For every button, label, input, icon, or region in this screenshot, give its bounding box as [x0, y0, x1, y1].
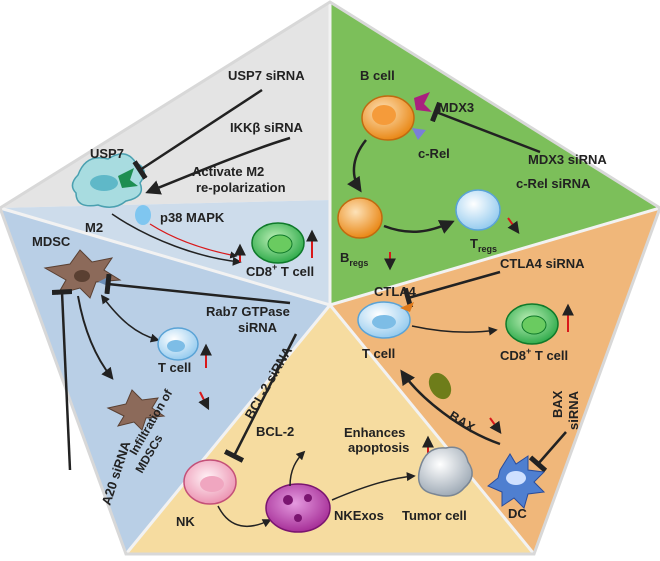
tumor-cell-icon	[417, 446, 473, 497]
t-cell-mdsc-label: T cell	[158, 360, 191, 375]
dc-to-tcell-arrow-icon	[400, 369, 501, 446]
m2-to-cd8-arrow-icon	[111, 213, 242, 266]
exos-to-bcl2-arrow-icon	[289, 450, 306, 487]
nk-cell-icon	[183, 459, 237, 505]
b-cell-icon	[361, 95, 415, 141]
bcl2-label: BCL-2	[256, 424, 294, 439]
bax-sirna-label-1: BAX	[550, 390, 565, 418]
sirna-inhibit-icon	[430, 101, 541, 154]
t-cell-mdsc-icon	[157, 327, 199, 361]
bregs-label: Bregs	[340, 250, 368, 268]
down-arrow-icon-infiltration	[198, 391, 210, 411]
infiltrating-mdsc-icon	[106, 389, 166, 431]
apoptosis-label: apoptosis	[348, 440, 409, 455]
breg-to-treg-arrow-icon	[383, 220, 455, 234]
ctla4-receptor-icon	[400, 302, 414, 312]
rab7-sirna-label: siRNA	[238, 320, 278, 335]
rab7-label: Rab7 GTPase	[206, 304, 290, 319]
dc-label: DC	[508, 506, 527, 521]
exos-to-tumor-arrow-icon	[331, 472, 416, 501]
c-rel-sirna-label: c-Rel siRNA	[516, 176, 591, 191]
bax-molecule-icon	[428, 372, 452, 400]
b-cell-title: B cell	[360, 68, 395, 83]
m2-title: M2	[85, 220, 103, 235]
tcell-to-cd8-arrow-icon	[411, 325, 498, 336]
cd8-dc-label: CD8+ T cell	[500, 346, 568, 363]
a20-inhibit-icon	[51, 289, 73, 471]
cd8-tcell-dc-icon	[505, 303, 559, 345]
bax-sirna-label-2: siRNA	[566, 390, 581, 430]
ikkb-sirna-arrow-icon	[145, 136, 291, 195]
usp7-label: USP7	[90, 146, 124, 161]
section-bcell-bg	[330, 2, 660, 305]
nk-label: NK	[176, 514, 195, 529]
p38-molecule-icon	[135, 205, 151, 225]
usp7-sirna-label: USP7 siRNA	[228, 68, 305, 83]
ctla4-label: CTLA4	[374, 284, 417, 299]
down-arrow-icon-treg	[507, 217, 520, 234]
m2-macrophage-icon	[71, 153, 145, 208]
usp7-sirna-inhibit-icon	[132, 88, 263, 180]
treg-cell-icon	[455, 189, 501, 231]
mdx3-sirna-label: MDX3 siRNA	[528, 152, 607, 167]
nkexos-label: NKExos	[334, 508, 384, 523]
mdsc-title: MDSC	[32, 234, 71, 249]
mdsc-to-infiltration-arrow-icon	[77, 295, 114, 380]
mdx3-receptor-icon	[414, 92, 432, 112]
bcell-to-breg-arrow-icon	[347, 139, 367, 193]
bax-sirna-inhibit-icon	[528, 431, 567, 473]
usp7-receptor-icon	[118, 168, 138, 188]
enhances-label: Enhances	[344, 425, 405, 440]
nk-to-exos-arrow-icon	[217, 505, 272, 528]
t-cell-dc-icon	[357, 301, 411, 339]
cd8-m2-label: CD8+ T cell	[246, 262, 314, 279]
cd8-tcell-m2-icon	[251, 222, 305, 264]
ctla4-sirna-label: CTLA4 siRNA	[500, 256, 585, 271]
tregs-label: Tregs	[470, 236, 497, 254]
ctla4-sirna-inhibit-icon	[402, 270, 501, 309]
p38-to-cd8-arrow-icon	[149, 223, 238, 259]
down-arrow-icon-bax	[489, 417, 502, 434]
rab7-inhibit-icon	[104, 273, 291, 305]
ikkb-sirna-label: IKKβ siRNA	[230, 120, 304, 135]
c-rel-receptor-icon	[412, 128, 426, 140]
repolarization-label: re-polarization	[196, 180, 286, 195]
c-rel-label: c-Rel	[418, 146, 450, 161]
bcl2-sirna-inhibit-icon	[223, 333, 298, 463]
mdx3-label: MDX3	[438, 100, 474, 115]
mdsc-to-tcell-arrow-icon	[100, 294, 160, 343]
dc-cell-icon	[487, 453, 546, 509]
p38-mapk-label: p38 MAPK	[160, 210, 225, 225]
tumor-cell-label: Tumor cell	[402, 508, 467, 523]
t-cell-dc-label: T cell	[362, 346, 395, 361]
activate-m2-label: Activate M2	[192, 164, 264, 179]
breg-cell-icon	[337, 197, 383, 239]
nkexos-icon	[265, 483, 331, 533]
